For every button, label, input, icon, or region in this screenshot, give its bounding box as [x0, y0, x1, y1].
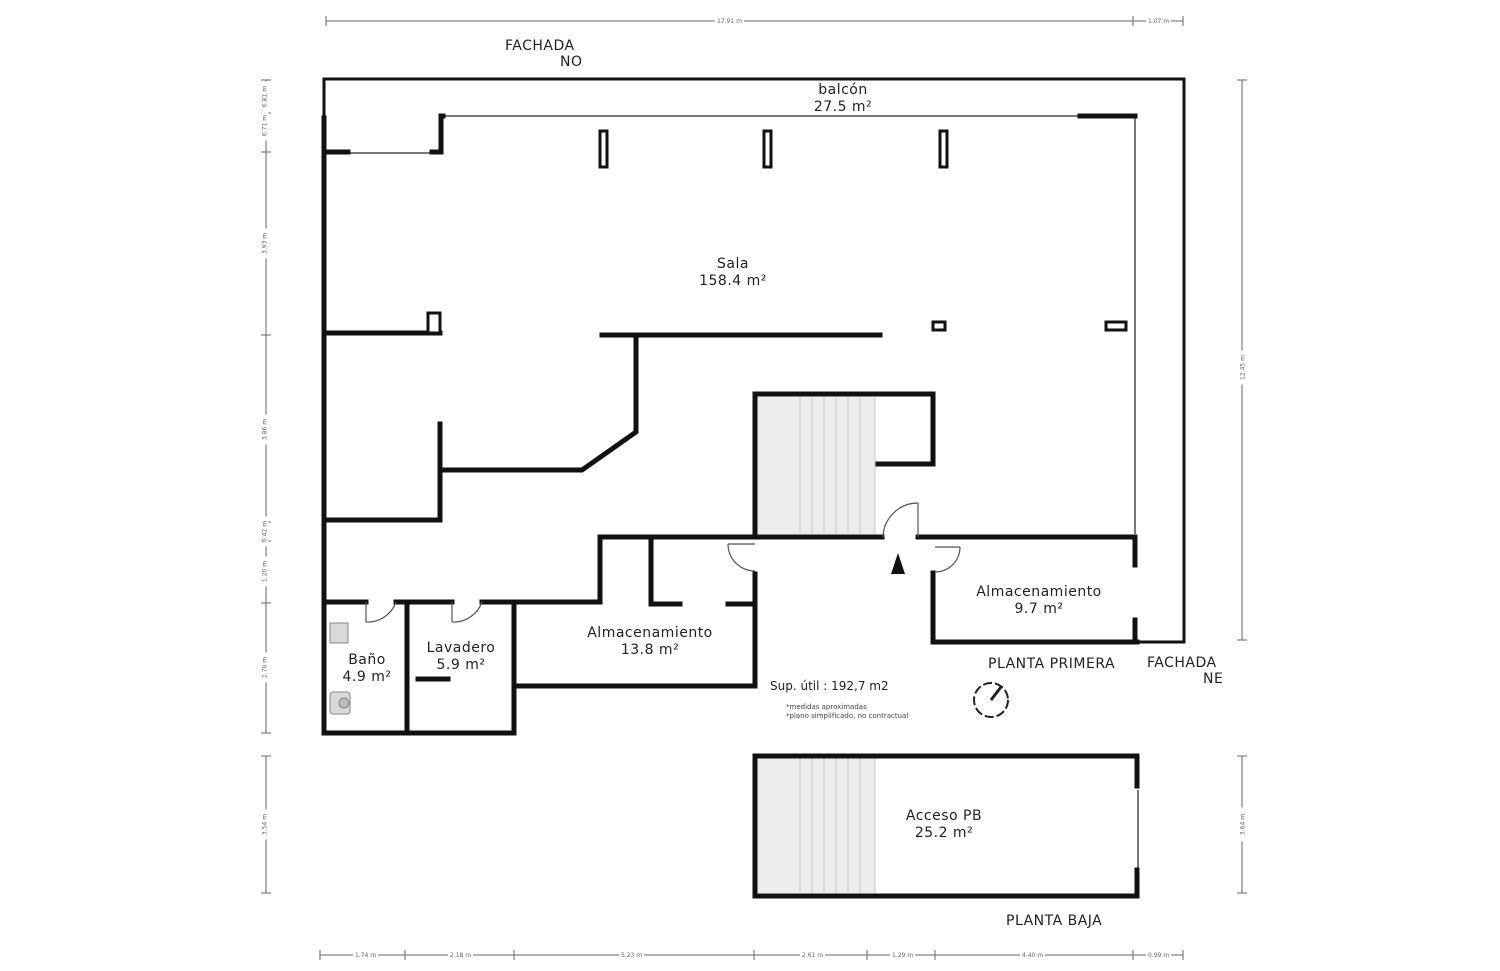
dim-top-1: 17.91 m [715, 18, 744, 25]
dim-left-2: 0.81 m [261, 81, 269, 112]
room-name: Almacenamiento [976, 584, 1102, 600]
stairs-upper [757, 397, 876, 534]
room-almacen-center: Almacenamiento 13.8 m² [575, 625, 725, 659]
dim-left-1: 0.71 m [261, 110, 269, 141]
room-name: Baño [348, 652, 386, 668]
room-area: 4.9 m² [342, 669, 392, 685]
dim-right-2: 3.64 m [1239, 807, 1247, 842]
stairs-lower [757, 756, 876, 893]
dim-right-1: 12.45 m [1239, 350, 1247, 385]
dim-bottom-1: 1.74 m [353, 952, 379, 959]
doors [365, 502, 961, 623]
room-almacen-right: Almacenamiento 9.7 m² [964, 584, 1114, 618]
room-area: 13.8 m² [620, 642, 680, 658]
room-name: balcón [818, 82, 868, 98]
room-acceso-pb: Acceso PB 25.2 m² [884, 808, 1004, 842]
compass-icon [973, 682, 1009, 718]
dim-bottom-4: 2.61 m [800, 952, 826, 959]
bathroom-fixtures [329, 622, 351, 715]
entry-arrow [891, 553, 905, 574]
dim-left-6: 1.20 m [261, 556, 269, 587]
room-bano: Baño 4.9 m² [334, 652, 400, 686]
room-name: Lavadero [426, 640, 496, 656]
room-area: 9.7 m² [1014, 601, 1064, 617]
surface-total: Sup. útil : 192,7 m2 [770, 679, 889, 693]
facade-ne-label: FACHADA NE [1147, 655, 1224, 687]
dim-left-5: 0.42 m [261, 516, 269, 547]
floor-label-primera: PLANTA PRIMERA [988, 656, 1116, 672]
glazing [348, 115, 1139, 870]
floor-label-baja: PLANTA BAJA [1006, 913, 1103, 929]
dim-bottom-6: 4.40 m [1020, 952, 1046, 959]
room-area: 158.4 m² [699, 273, 767, 289]
dim-bottom-3: 5.23 m [619, 952, 645, 959]
disclaimer-notes: *medidas aproximadas *plano simplificado… [786, 703, 909, 720]
dim-bottom-5: 1.29 m [890, 952, 916, 959]
dim-left-8: 3.54 m [261, 809, 269, 840]
columns [426, 129, 1128, 335]
room-area: 5.9 m² [436, 657, 486, 673]
room-name: Almacenamiento [587, 625, 713, 641]
dim-top-2: 1.07 m [1146, 18, 1172, 25]
dim-left-3: 3.93 m [261, 228, 269, 259]
dim-bottom-7: 0.99 m [1146, 952, 1172, 959]
facade-no-label: FACHADA NO [505, 38, 583, 70]
walls [321, 113, 1140, 899]
room-balcon: balcón 27.5 m² [803, 82, 883, 116]
balcony-outline [322, 77, 1186, 644]
room-name: Sala [717, 256, 749, 272]
room-area: 27.5 m² [813, 99, 873, 115]
room-name: Acceso PB [905, 808, 983, 824]
room-area: 25.2 m² [914, 825, 974, 841]
dim-bottom-2: 2.18 m [448, 952, 474, 959]
dim-left-4: 3.86 m [261, 414, 269, 445]
room-lavadero: Lavadero 5.9 m² [416, 640, 506, 674]
room-sala: Sala 158.4 m² [683, 256, 783, 290]
dim-left-7: 2.70 m [261, 652, 269, 683]
